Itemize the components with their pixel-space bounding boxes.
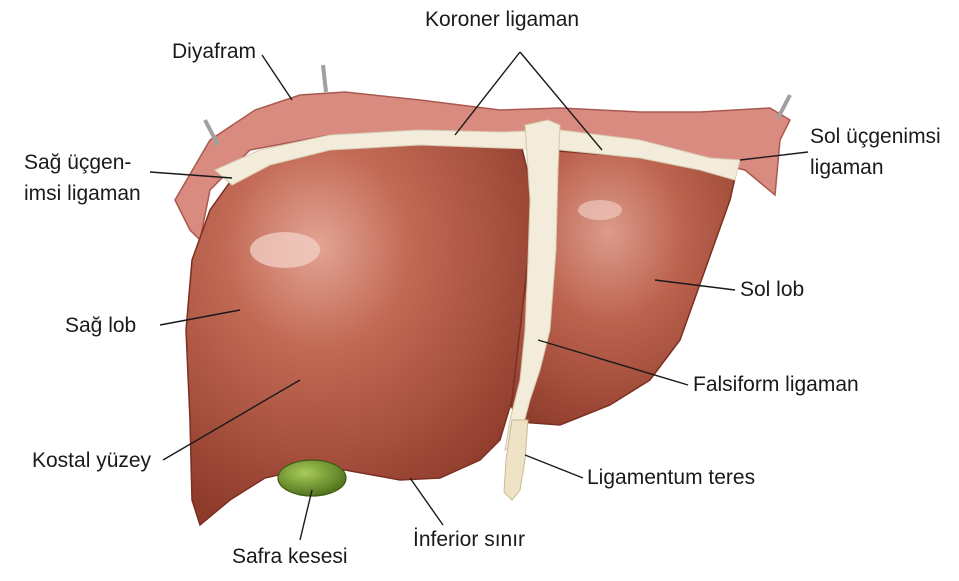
label-ligamentum-teres: Ligamentum teres (587, 466, 755, 490)
pin (778, 95, 790, 118)
highlight (578, 200, 622, 220)
label-safra-kesesi: Safra kesesi (232, 545, 348, 569)
label-falsiform-ligaman: Falsiform ligaman (693, 373, 859, 397)
highlight (250, 232, 320, 268)
pin (323, 65, 326, 92)
label-sag-lob: Sağ lob (65, 314, 136, 338)
label-sol-ucgenimsi-ligaman-line2: ligaman (810, 156, 884, 180)
label-inferior-sinir: İnferior sınır (413, 528, 525, 552)
label-sol-ucgenimsi-ligaman-line1: Sol üçgenimsi (810, 125, 941, 149)
label-sag-ucgenimsi-ligaman-line1: Sağ üçgen- (24, 151, 131, 175)
label-sag-ucgenimsi-ligaman-line2: imsi ligaman (24, 182, 141, 206)
right-lobe (186, 138, 532, 525)
label-diyafram: Diyafram (172, 40, 256, 64)
label-koroner-ligaman: Koroner ligaman (425, 8, 579, 32)
label-kostal-yuzey: Kostal yüzey (32, 449, 151, 473)
label-sol-lob: Sol lob (740, 278, 804, 302)
